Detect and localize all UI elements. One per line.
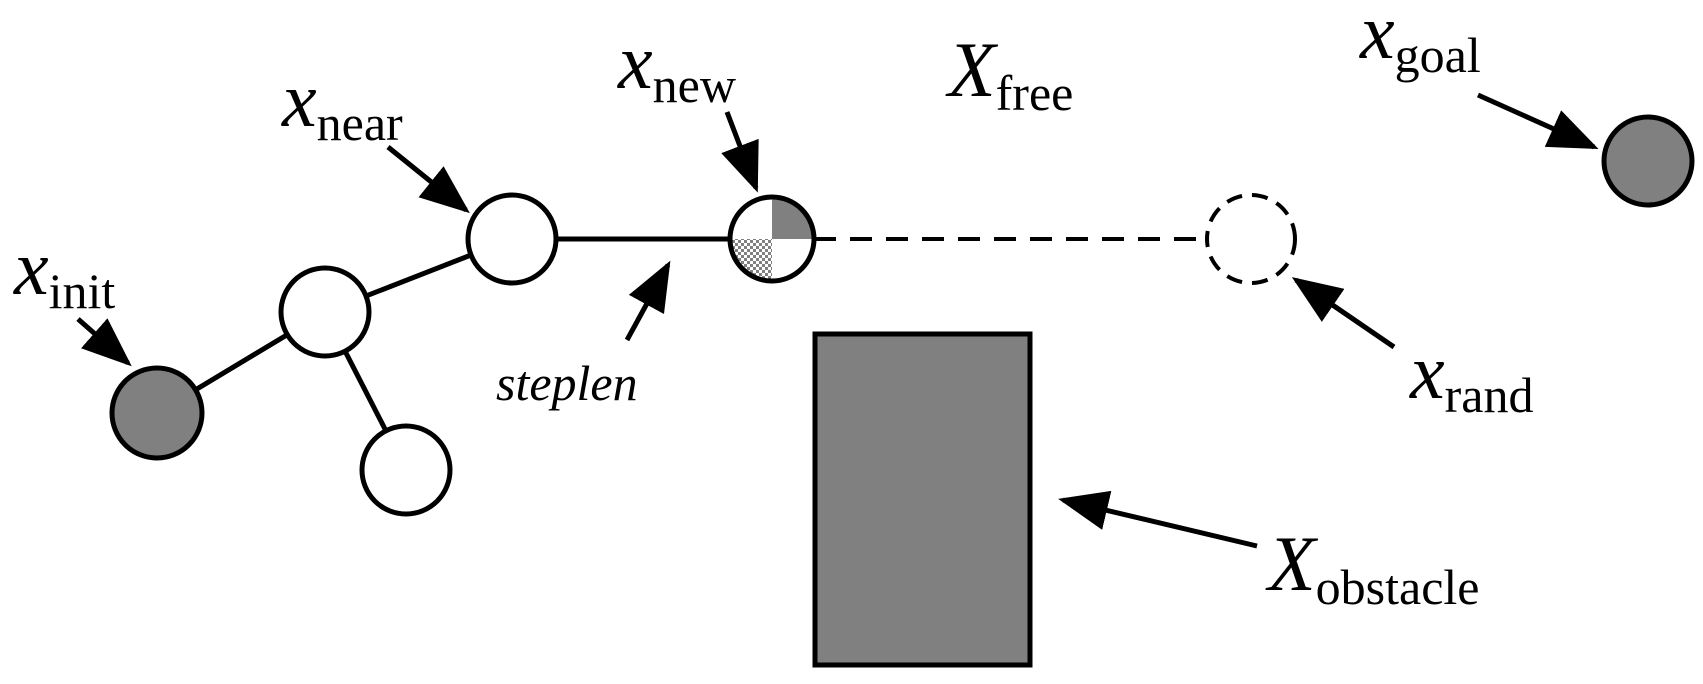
label-arrows: [76, 92, 1599, 549]
label-x-free: Xfree: [945, 26, 1073, 121]
label-x-init: xinit: [13, 224, 115, 319]
arrow-new: [721, 111, 759, 193]
arrow-obstacle: [1058, 490, 1258, 549]
arrow-rand: [1291, 277, 1396, 350]
node-init: [109, 365, 205, 461]
node-near: [465, 192, 559, 286]
node-goal: [1601, 114, 1695, 208]
tree-edges: [155, 236, 772, 472]
obstacle-rect: [812, 331, 1033, 668]
label-x-goal: xgoal: [1359, 0, 1481, 83]
arrow-near: [386, 145, 470, 214]
label-x-rand: xrand: [1409, 328, 1533, 423]
node-mid: [278, 265, 372, 359]
label-x-obstacle: Xobstacle: [1265, 520, 1479, 615]
node-rand: [1205, 193, 1297, 285]
label-x-near: xnear: [281, 56, 403, 151]
arrow-steplen: [624, 260, 671, 342]
arrow-goal: [1476, 92, 1599, 150]
arrow-init: [76, 317, 132, 367]
node-new: [727, 194, 817, 284]
label-x-new: xnew: [617, 18, 736, 113]
node-leaf: [359, 423, 453, 517]
label-steplen: steplen: [496, 355, 638, 411]
